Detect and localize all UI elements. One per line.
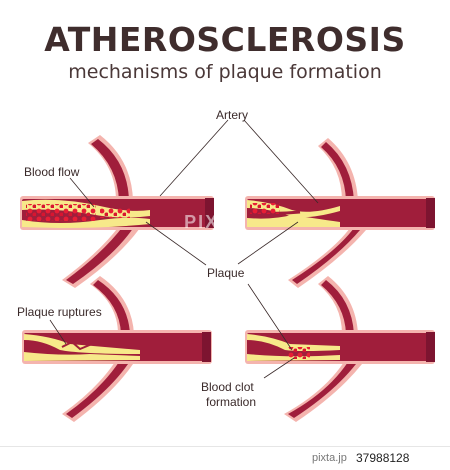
watermark: PIXTA [184, 212, 246, 232]
artery-callout-line-left [159, 119, 229, 197]
artery-panel-rupture [22, 276, 212, 422]
plaque-callout-line-right [237, 221, 299, 265]
label-plaque: Plaque [207, 266, 245, 280]
blood-flow-callout-line [69, 177, 95, 208]
artery-callout-line-right [243, 119, 319, 204]
label-blood-clot-line2: formation [206, 395, 257, 409]
footer-image-code: 37988128 [356, 451, 410, 465]
artery-panel-advanced [245, 138, 435, 288]
plaque-ruptures-callout-line [49, 319, 67, 345]
label-blood-clot-line1: Blood clot [201, 380, 254, 394]
callout-lines [49, 119, 319, 379]
image-footer: pixta.jp 37988128 [0, 446, 450, 470]
footer-brand: pixta.jp [312, 452, 347, 464]
watermark-text: PIXTA [184, 212, 246, 232]
artery-panel-clot [245, 276, 435, 422]
label-blood-flow: Blood flow [24, 165, 80, 179]
diagram-title: ATHEROSCLEROSIS [44, 20, 406, 59]
plaque-callout-line-bottom [247, 283, 293, 351]
label-artery: Artery [216, 108, 249, 122]
plaque-callout-line-left [145, 221, 207, 266]
diagram-subtitle: mechanisms of plaque formation [68, 61, 382, 83]
artery-panel-early [20, 135, 214, 288]
blood-clot-callout-line [263, 357, 295, 379]
label-plaque-ruptures: Plaque ruptures [17, 305, 102, 319]
